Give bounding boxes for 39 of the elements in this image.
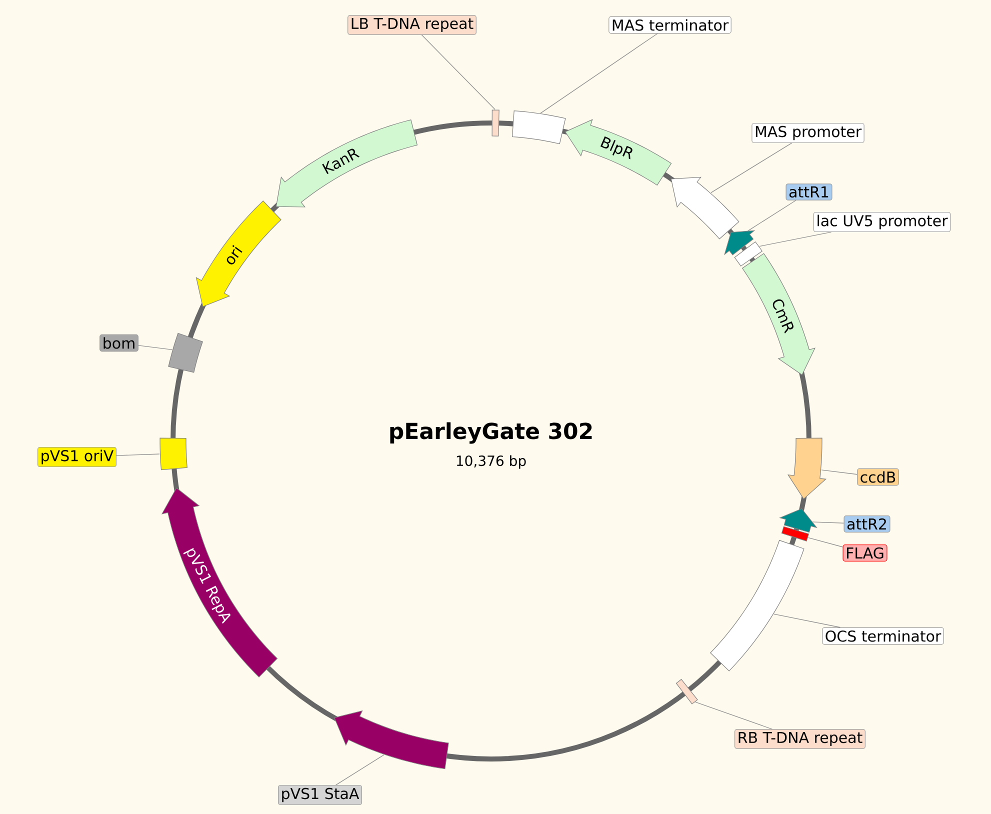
feature-bar bbox=[781, 526, 810, 542]
feature-label: pVS1 oriV bbox=[38, 446, 116, 468]
feature-bar bbox=[676, 678, 698, 704]
leader-line bbox=[812, 522, 844, 524]
leader-line bbox=[695, 702, 773, 730]
feature-bar bbox=[492, 110, 500, 136]
gene-feature: CmR bbox=[742, 253, 816, 376]
feature-label: RB T-DNA repeat bbox=[734, 729, 866, 749]
feature-label: attR1 bbox=[786, 184, 832, 200]
gene-feature: BlpR bbox=[564, 119, 672, 186]
feature-label: lac UV5 promoter bbox=[813, 212, 951, 232]
leader-line bbox=[116, 454, 160, 456]
feature-box bbox=[168, 332, 203, 373]
sequence-feature bbox=[779, 508, 818, 533]
feature-label: OCS terminator bbox=[822, 627, 944, 645]
leader-line bbox=[821, 470, 858, 475]
feature-box bbox=[160, 438, 188, 470]
feature-label: MAS promoter bbox=[752, 123, 864, 143]
plasmid-name: pEarleyGate 302 bbox=[390, 422, 592, 444]
leader-line bbox=[421, 34, 496, 110]
leader-line bbox=[335, 754, 384, 786]
feature-label: bom bbox=[100, 334, 138, 352]
sequence-feature bbox=[670, 176, 740, 240]
leader-line bbox=[138, 345, 172, 350]
leader-line bbox=[808, 537, 844, 548]
feature-label: pVS1 StaA bbox=[278, 785, 362, 805]
feature-label: MAS terminator bbox=[608, 16, 732, 34]
leader-line bbox=[540, 33, 658, 114]
leader-line bbox=[774, 614, 841, 628]
leader-line bbox=[748, 200, 796, 232]
feature-label: ccdB bbox=[857, 468, 899, 486]
sequence-feature bbox=[724, 230, 756, 256]
leader-line bbox=[710, 142, 792, 194]
feature-label: attR2 bbox=[844, 516, 890, 532]
plasmid-size: 10,376 bp bbox=[456, 455, 526, 469]
leader-line bbox=[759, 232, 832, 247]
feature-label: FLAG bbox=[842, 544, 888, 562]
feature-box bbox=[512, 110, 566, 144]
feature-label: LB T-DNA repeat bbox=[348, 15, 476, 35]
